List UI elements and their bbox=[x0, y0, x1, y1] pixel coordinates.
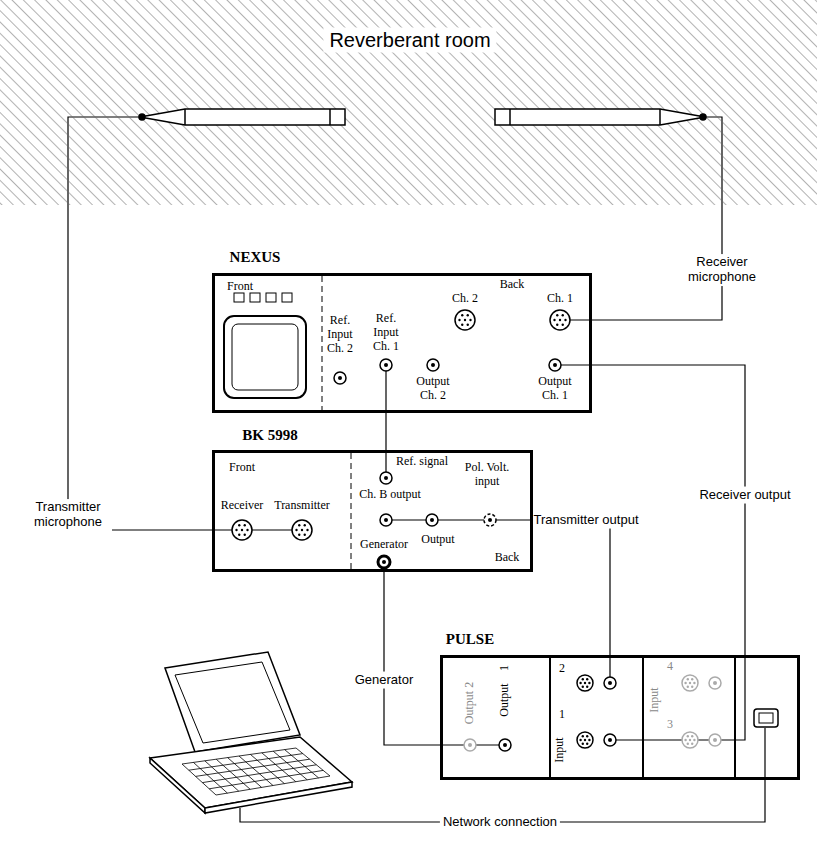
network-cable bbox=[240, 728, 765, 822]
panel-label: Front bbox=[227, 280, 253, 294]
connector-ports bbox=[232, 310, 721, 751]
bk5998-details bbox=[351, 453, 352, 569]
port-label: Output 2 bbox=[463, 682, 477, 724]
transmitter-microphone bbox=[139, 109, 345, 125]
multipin-socket bbox=[682, 732, 698, 748]
signal-cable bbox=[555, 365, 745, 740]
port-label: Pol. Volt. input bbox=[457, 461, 517, 489]
device-name: NEXUS bbox=[230, 249, 281, 266]
nexus-details bbox=[224, 276, 322, 410]
bnc-socket bbox=[604, 677, 616, 689]
port-number: 2 bbox=[559, 662, 565, 676]
multipin-socket bbox=[455, 310, 475, 330]
port-label: Receiver bbox=[221, 499, 264, 513]
port-number: 1 bbox=[559, 708, 565, 722]
port-label: Ch. B output bbox=[359, 488, 421, 502]
bnc-socket bbox=[549, 359, 561, 371]
room-band: Reverberant room bbox=[0, 0, 817, 205]
bnc-socket bbox=[380, 472, 392, 484]
port-label: Ref. Input Ch. 1 bbox=[366, 312, 406, 353]
port-label: Ref. Input Ch. 2 bbox=[320, 314, 360, 355]
receiver-microphone bbox=[495, 109, 706, 125]
port-label: Output Ch. 1 bbox=[533, 375, 577, 403]
multipin-socket bbox=[232, 520, 252, 540]
cable-label: Receiver microphone bbox=[680, 254, 764, 286]
bnc-socket bbox=[427, 359, 439, 371]
port-label: Output bbox=[498, 683, 512, 716]
port-number: 4 bbox=[667, 660, 673, 674]
bnc-socket bbox=[484, 514, 496, 526]
panel-label: Front bbox=[229, 461, 255, 475]
panel-label: Back bbox=[495, 551, 520, 565]
pulse-details bbox=[550, 655, 778, 780]
signal-cable bbox=[384, 562, 505, 745]
cable-label: Generator bbox=[352, 672, 417, 689]
multipin-socket bbox=[577, 732, 593, 748]
port-number: 1 bbox=[498, 665, 512, 671]
signal-cable bbox=[386, 520, 610, 683]
bnc-socket bbox=[709, 734, 721, 746]
bnc-socket bbox=[604, 734, 616, 746]
signal-cable bbox=[385, 365, 386, 478]
bnc-socket bbox=[426, 514, 438, 526]
nexus-amplifier: NEXUSFrontBackRef. Input Ch. 2Ref. Input… bbox=[212, 273, 592, 413]
multipin-socket bbox=[550, 310, 570, 330]
port-label: Output Ch. 2 bbox=[411, 375, 455, 403]
device-name: BK 5998 bbox=[242, 427, 297, 444]
bnc-socket bbox=[380, 359, 392, 371]
cable-label: Receiver output bbox=[696, 487, 793, 504]
laptop-computer bbox=[150, 652, 352, 813]
bnc-socket bbox=[709, 677, 721, 689]
cable-label: Transmitter output bbox=[530, 512, 641, 529]
device-name: PULSE bbox=[446, 631, 494, 648]
pulse-frontend: PULSEOutput1Output 2Input21Input43 bbox=[440, 655, 800, 780]
multipin-socket bbox=[682, 675, 698, 691]
multipin-socket bbox=[292, 520, 312, 540]
bnc-socket bbox=[499, 739, 511, 751]
room-hatching bbox=[0, 0, 817, 205]
panel-label: Back bbox=[500, 278, 525, 292]
port-label: Ch. 2 bbox=[452, 292, 478, 306]
multipin-socket bbox=[577, 675, 593, 691]
cable-label: Transmitter microphone bbox=[24, 499, 112, 531]
port-label: Output bbox=[421, 533, 454, 547]
port-label: Input bbox=[553, 737, 567, 762]
port-label: Transmitter bbox=[274, 499, 330, 513]
room-title: Reverberant room bbox=[323, 28, 496, 53]
port-label: Input bbox=[648, 687, 662, 712]
port-label: Ref. signal bbox=[396, 455, 448, 469]
cable-label: Network connection bbox=[440, 814, 560, 831]
port-number: 3 bbox=[667, 718, 673, 732]
bnc-socket bbox=[464, 739, 476, 751]
port-label: Ch. 1 bbox=[547, 292, 573, 306]
port-label: Generator bbox=[360, 538, 408, 552]
bnc-socket bbox=[378, 556, 390, 568]
bk5998-unit: BK 5998FrontBackReceiverTransmitterRef. … bbox=[212, 450, 533, 572]
bnc-socket bbox=[334, 372, 346, 384]
bnc-socket bbox=[380, 514, 392, 526]
